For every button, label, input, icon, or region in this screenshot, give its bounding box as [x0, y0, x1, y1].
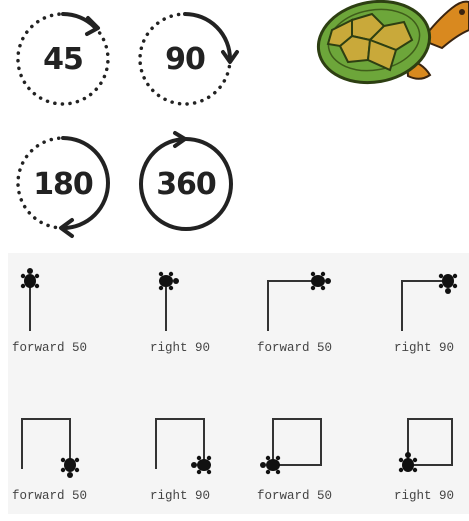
step-label: right 90 — [150, 489, 265, 503]
step-drawing — [8, 401, 123, 501]
step-card: right 90 — [388, 253, 469, 373]
turtle-steps-panel: forward 50 right 90 forward 50 — [8, 253, 469, 514]
turtle-icon — [439, 274, 457, 294]
turtle-cartoon-icon — [312, 0, 469, 92]
step-label: forward 50 — [12, 341, 127, 355]
turtle-icon — [21, 268, 39, 288]
dial-label: 45 — [8, 4, 118, 114]
turtle-icon — [311, 272, 331, 290]
step-card: forward 50 — [8, 401, 123, 521]
step-label: right 90 — [394, 341, 469, 355]
step-drawing — [138, 253, 253, 353]
step-label: right 90 — [394, 489, 469, 503]
step-card: forward 50 — [253, 401, 368, 521]
turtle-icon — [191, 456, 211, 474]
dial-45: 45 — [8, 4, 118, 114]
step-label: forward 50 — [257, 341, 372, 355]
step-label: right 90 — [150, 341, 265, 355]
dial-360: 360 — [130, 128, 242, 240]
dial-90: 90 — [130, 4, 242, 114]
step-card: right 90 — [138, 253, 253, 373]
step-label: forward 50 — [12, 489, 127, 503]
step-drawing — [138, 401, 253, 501]
turtle-icon — [61, 458, 79, 478]
step-drawing — [253, 401, 368, 501]
dial-180: 180 — [8, 128, 118, 240]
turtle-icon — [399, 452, 417, 472]
step-card: right 90 — [388, 401, 469, 521]
step-label: forward 50 — [257, 489, 372, 503]
dial-label: 90 — [130, 4, 240, 114]
step-drawing — [8, 253, 123, 353]
step-card: forward 50 — [253, 253, 368, 373]
step-card: right 90 — [138, 401, 253, 521]
step-drawing — [388, 401, 469, 501]
step-drawing — [253, 253, 368, 353]
dial-label: 360 — [130, 128, 242, 240]
dial-label: 180 — [8, 128, 118, 240]
step-drawing — [388, 253, 469, 353]
turtle-icon — [159, 272, 179, 290]
step-card: forward 50 — [8, 253, 123, 373]
rotation-dials-area: 45 90 180 360 — [0, 0, 469, 255]
turtle-icon — [260, 456, 280, 474]
